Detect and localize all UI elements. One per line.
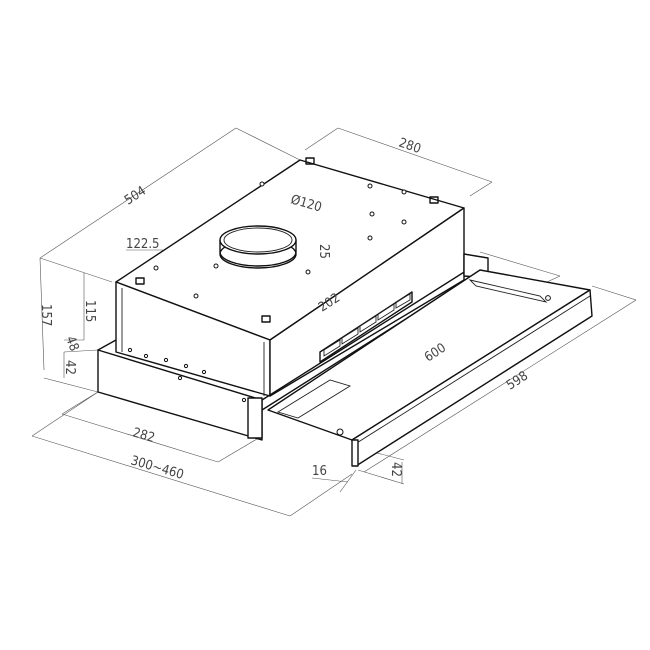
dim-body-depth: 282 (131, 425, 157, 446)
vent-slots (323, 293, 411, 357)
dim-depth: 504 (122, 184, 149, 209)
dim-front-width: 598 (504, 369, 531, 394)
hood-body (115, 157, 465, 397)
dim-width-body: 280 (397, 136, 423, 157)
dim-height-step: 48 (62, 334, 81, 353)
front-tray (267, 269, 593, 467)
dim-duct-height: 25 (316, 244, 331, 259)
dim-front-height: 42 (388, 462, 403, 477)
dim-duct-offset: 122.5 (126, 237, 159, 252)
dim-height-front: 42 (62, 360, 77, 375)
dim-extension-range: 300~460 (129, 453, 185, 482)
dim-height-total: 157 (38, 304, 53, 326)
lower-frame (97, 253, 489, 441)
dim-front-thickness: 16 (312, 464, 327, 479)
dim-height-body: 115 (82, 300, 97, 322)
